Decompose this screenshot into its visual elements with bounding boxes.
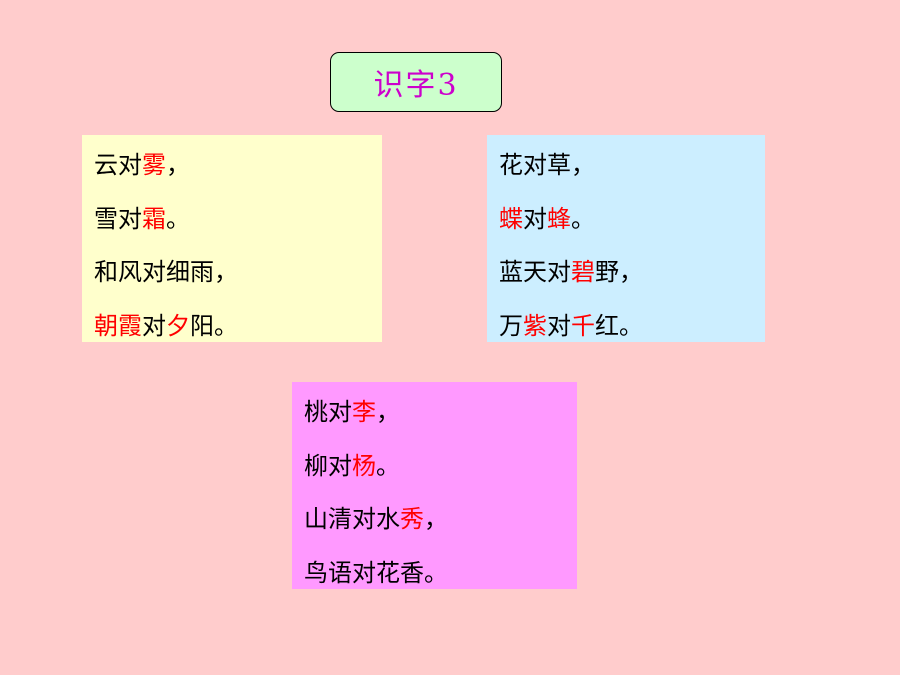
highlighted-text: 紫: [523, 311, 547, 340]
poem-box-clouds: 云对雾， 雪对霜。 和风对细雨， 朝霞对夕阳。: [82, 135, 382, 342]
poem-line: 万紫对千红。: [499, 304, 765, 358]
poem-text: ，: [424, 505, 448, 533]
poem-text: 桃对: [304, 398, 352, 426]
poem-line: 和风对细雨，: [94, 250, 382, 304]
poem-text: 红。: [595, 311, 643, 340]
poem-line: 朝霞对夕阳。: [94, 304, 382, 358]
poem-text: 和风对细雨，: [94, 258, 238, 286]
poem-text: 阳。: [190, 311, 238, 340]
poem-box-peach: 桃对李， 柳对杨。 山清对水秀， 鸟语对花香。: [292, 382, 577, 589]
page-title: 识字3: [373, 68, 459, 103]
poem-text: 对: [523, 204, 547, 233]
poem-line: 蓝天对碧野，: [499, 250, 765, 304]
poem-line: 云对雾，: [94, 143, 382, 197]
poem-text: 。: [166, 204, 190, 233]
poem-text: 对: [547, 311, 571, 340]
highlighted-text: 碧: [571, 258, 595, 286]
poem-text: 蓝天对: [499, 258, 571, 286]
poem-line: 山清对水秀，: [304, 497, 577, 551]
poem-line: 雪对霜。: [94, 197, 382, 251]
poem-text: 山清对水: [304, 505, 400, 533]
poem-line: 花对草，: [499, 143, 765, 197]
poem-text: 野，: [595, 258, 643, 286]
poem-text: 鸟语对花香。: [304, 558, 448, 587]
poem-text: 雪对: [94, 204, 142, 233]
highlighted-text: 蜂: [547, 204, 571, 233]
poem-line: 鸟语对花香。: [304, 551, 577, 605]
poem-text: 柳对: [304, 451, 352, 480]
highlighted-text: 杨: [352, 451, 376, 480]
poem-text: 对: [142, 311, 166, 340]
highlighted-text: 李: [352, 398, 376, 426]
highlighted-text: 千: [571, 311, 595, 340]
poem-text: 万: [499, 311, 523, 340]
poem-text: 。: [376, 451, 400, 480]
title-box: 识字3: [330, 52, 502, 112]
poem-line: 蝶对蜂。: [499, 197, 765, 251]
poem-text: ，: [376, 398, 400, 426]
highlighted-text: 雾: [142, 151, 166, 179]
highlighted-text: 蝶: [499, 204, 523, 233]
poem-text: 花对草，: [499, 151, 595, 179]
poem-text: ，: [166, 151, 190, 179]
poem-line: 柳对杨。: [304, 444, 577, 498]
highlighted-text: 朝霞: [94, 311, 142, 340]
highlighted-text: 夕: [166, 311, 190, 340]
highlighted-text: 霜: [142, 204, 166, 233]
highlighted-text: 秀: [400, 505, 424, 533]
poem-text: 云对: [94, 151, 142, 179]
poem-box-flowers: 花对草， 蝶对蜂。 蓝天对碧野， 万紫对千红。: [487, 135, 765, 342]
poem-text: 。: [571, 204, 595, 233]
poem-line: 桃对李，: [304, 390, 577, 444]
